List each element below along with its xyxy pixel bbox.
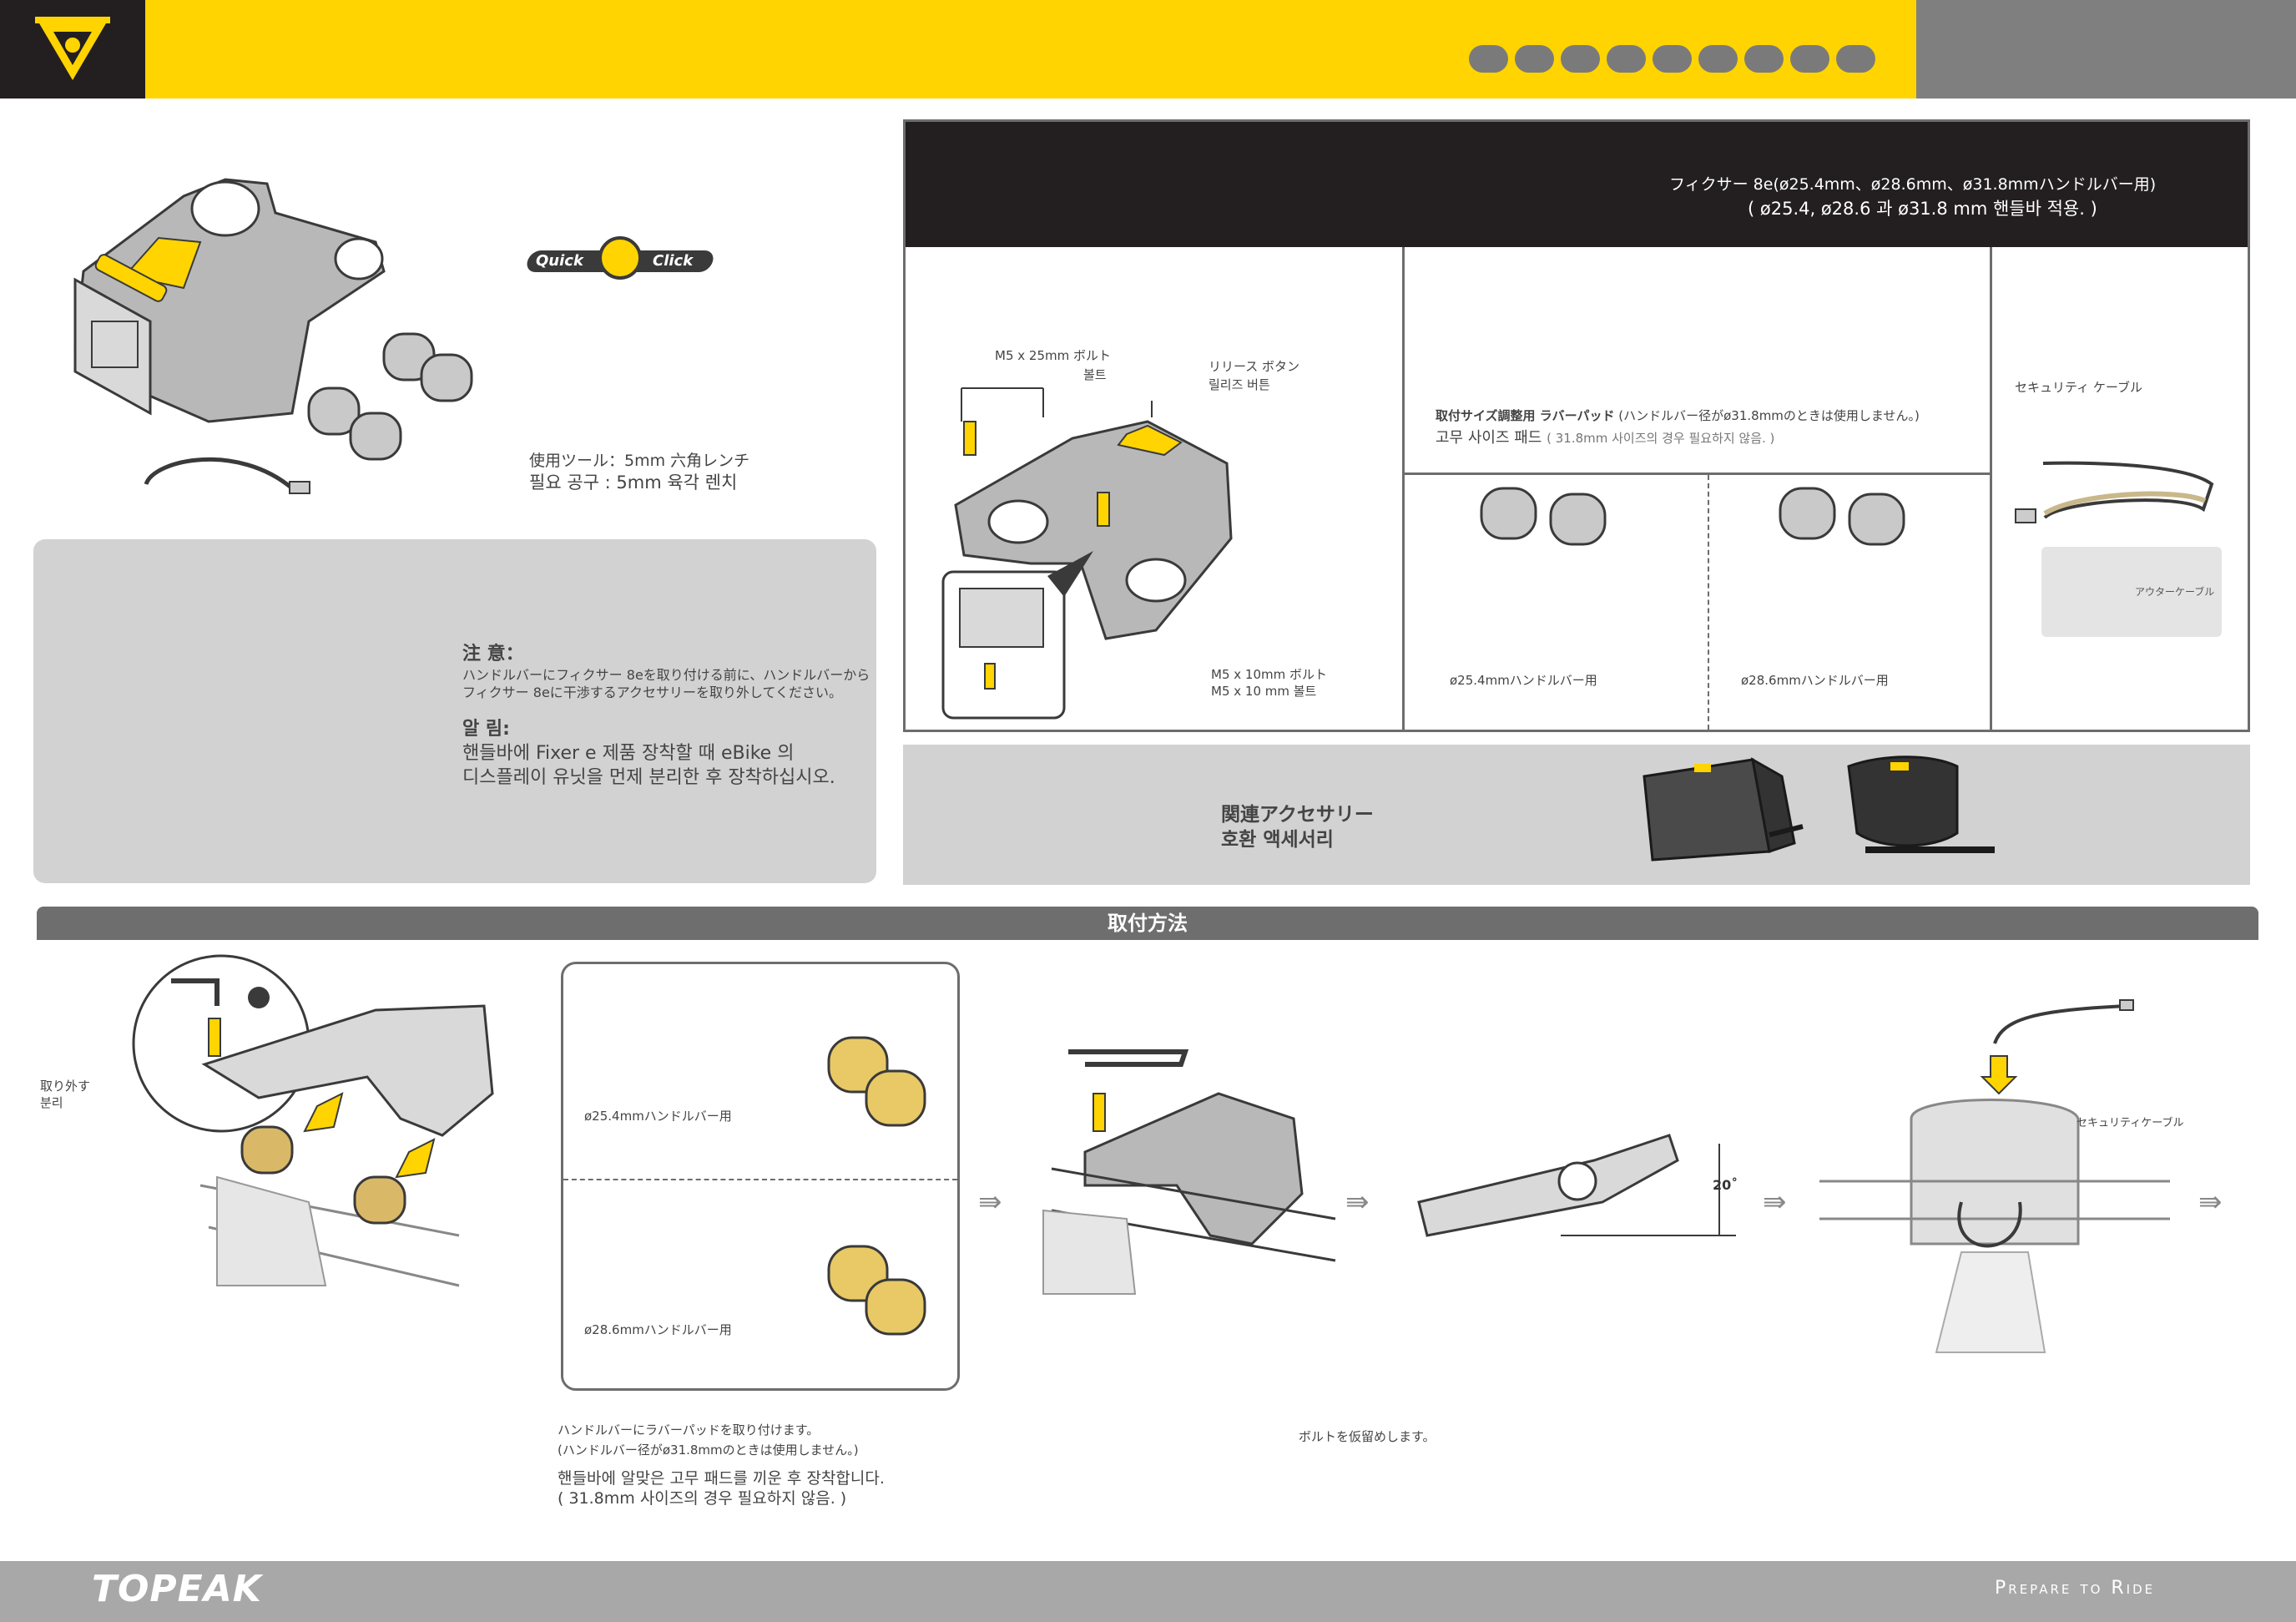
step-arrow-icon: ⇛ [978, 1185, 1002, 1219]
spec-title-ja: フィクサー 8e(ø25.4mm、ø28.6mm、ø31.8mmハンドルバー用) [1669, 175, 2157, 194]
spec-divider [1990, 247, 1992, 730]
step2-ko-line2: ( 31.8mm 사이즈의 경우 필요하지 않음. ) [558, 1489, 847, 1508]
remove-ja: 取り外す [40, 1079, 91, 1094]
step1-removal-illustration [132, 954, 494, 1287]
compact-bag-illustration [1847, 755, 1995, 853]
install-title: 取付方法 [1108, 912, 1188, 935]
spec-mount-illustration [941, 420, 1233, 720]
security-cable-label: セキュリティ ケーブル [2015, 380, 2142, 395]
install-pad-254-label: ø25.4mmハンドルバー用 [584, 1109, 732, 1124]
notice-ja-line1: ハンドルバーにフィクサー 8eを取り付ける前に、ハンドルバーから [462, 667, 870, 683]
spec-panel [903, 119, 2250, 732]
outer-cable-label: アウターケーブル [2135, 586, 2215, 598]
click-logo-text: Click [653, 252, 694, 270]
step3-ja: ボルトを仮留めします。 [1299, 1429, 1436, 1444]
pad-286-label: ø28.6mmハンドルバー用 [1741, 673, 1889, 688]
quick-logo-text: Quick [536, 252, 583, 270]
header-dot [1515, 45, 1554, 73]
spec-dashed-divider [1708, 475, 1709, 730]
security-cable-illustration [144, 457, 310, 494]
header-dot [1653, 45, 1692, 73]
bolt-25mm-ko: 볼트 [1083, 367, 1107, 382]
step5-cable-label: セキュリティケーブル [2076, 1117, 2184, 1129]
pad-254-illustration [1480, 487, 1607, 546]
spec-leader-lines [961, 387, 1153, 422]
quick-click-logo: Quick Click [524, 236, 716, 288]
pad-note-ja: (ハンドルバー径がø31.8mmのときは使用しません。) [1618, 408, 1920, 423]
notice-panel [33, 539, 876, 883]
tool-requirement-ja: 使用ツール：5mm 六角レンチ [529, 452, 750, 470]
install-pad-286-illustration [827, 1245, 926, 1336]
pad-selection-box [561, 962, 960, 1391]
header-dot [1744, 45, 1784, 73]
rubber-pads-illustration [307, 332, 473, 461]
step2-ja-line2: (ハンドルバー径がø31.8mmのときは使用しません。) [558, 1443, 859, 1458]
release-button-ko: 릴리즈 버튼 [1209, 377, 1270, 392]
header-grey-band [1916, 0, 2296, 99]
header-dot [1607, 45, 1646, 73]
header-dots [1469, 45, 1875, 73]
pad-selection-divider [563, 1179, 957, 1180]
pad-title-ko-label: 고무 사이즈 패드 [1436, 429, 1542, 447]
outer-cable-box [2041, 547, 2222, 637]
pad-254-label: ø25.4mmハンドルバー用 [1450, 673, 1597, 688]
notice-ko-line2: 디스플레이 유닛을 먼제 분리한 후 장착하십시오. [462, 767, 835, 788]
install-pad-286-label: ø28.6mmハンドルバー用 [584, 1322, 732, 1337]
header-dot [1469, 45, 1508, 73]
step3-tighten-illustration [1042, 1049, 1336, 1295]
step-arrow-icon: ⇛ [2198, 1185, 2223, 1219]
release-button-ja: リリース ボタン [1209, 359, 1300, 374]
spec-title-ko: ( ø25.4, ø28.6 과 ø31.8 mm 핸들바 적용. ) [1748, 199, 2097, 219]
tool-requirement-ko: 필요 공구 : 5mm 육각 렌치 [529, 472, 738, 493]
pad-title-ko: 고무 사이즈 패드 ( 31.8mm 사이즈의 경우 필요하지 않음. ) [1436, 426, 1774, 447]
header-logo-box [0, 0, 145, 99]
step5-cable-illustration [1819, 999, 2170, 1353]
spec-divider [1405, 472, 1990, 475]
step2-ja-line1: ハンドルバーにラバーパッドを取り付けます。 [558, 1422, 820, 1438]
pad-note-ko: ( 31.8mm 사이즈의 경우 필요하지 않음. ) [1547, 431, 1775, 446]
accessory-ko: 호환 액세서리 [1221, 829, 1334, 851]
header-dot [1561, 45, 1600, 73]
spec-panel-header [906, 122, 2248, 247]
step2-ko-line1: 핸들바에 알맞은 고무 패드를 끼운 후 장착합니다. [558, 1469, 885, 1488]
footer-logo: TOPEAK [92, 1568, 262, 1610]
bolt-10mm-ja: M5 x 10mm ボルト [1211, 667, 1327, 682]
accessory-panel [903, 745, 2250, 885]
footer-band [0, 1561, 2296, 1622]
notice-ko-title: 알 림: [462, 719, 510, 740]
install-pad-254-illustration [827, 1036, 926, 1127]
remove-ko: 분리 [40, 1095, 63, 1110]
notice-ja-line2: フィクサー 8eに干渉するアクセサリーを取り外してください。 [462, 685, 843, 700]
spec-cable-illustration [2015, 461, 2214, 523]
notice-ko-line1: 핸들바에 Fixer e 제품 장착할 때 eBike 의 [462, 743, 795, 764]
bolt-25mm-ja: M5 x 25mm ボルト [995, 348, 1111, 363]
install-section-bar [37, 907, 2258, 940]
notice-ja-title: 注 意： [462, 644, 524, 664]
fixer-mount-illustration [73, 178, 386, 423]
spec-divider [1402, 247, 1405, 730]
header-dot [1836, 45, 1875, 73]
pad-title-ja: 取付サイズ調整用 ラバーパッド (ハンドルバー径がø31.8mmのときは使用しま… [1436, 407, 1920, 424]
bolt-10mm-ko: M5 x 10 mm 볼트 [1211, 684, 1317, 699]
accessory-ja: 関連アクセサリー [1221, 804, 1374, 826]
angle-label: 20˚ [1713, 1177, 1738, 1193]
header-dot [1698, 45, 1738, 73]
pad-title-ja-label: 取付サイズ調整用 ラバーパッド [1436, 408, 1615, 423]
topeak-emblem-icon [35, 17, 110, 80]
step-arrow-icon: ⇛ [1345, 1185, 1370, 1219]
handlebar-bag-illustration [1643, 757, 1804, 862]
step-arrow-icon: ⇛ [1763, 1185, 1787, 1219]
footer-tagline: Prepare to Ride [1995, 1578, 2156, 1599]
step4-angle-illustration [1417, 1134, 1736, 1237]
pad-286-illustration [1779, 487, 1905, 546]
header-dot [1790, 45, 1829, 73]
